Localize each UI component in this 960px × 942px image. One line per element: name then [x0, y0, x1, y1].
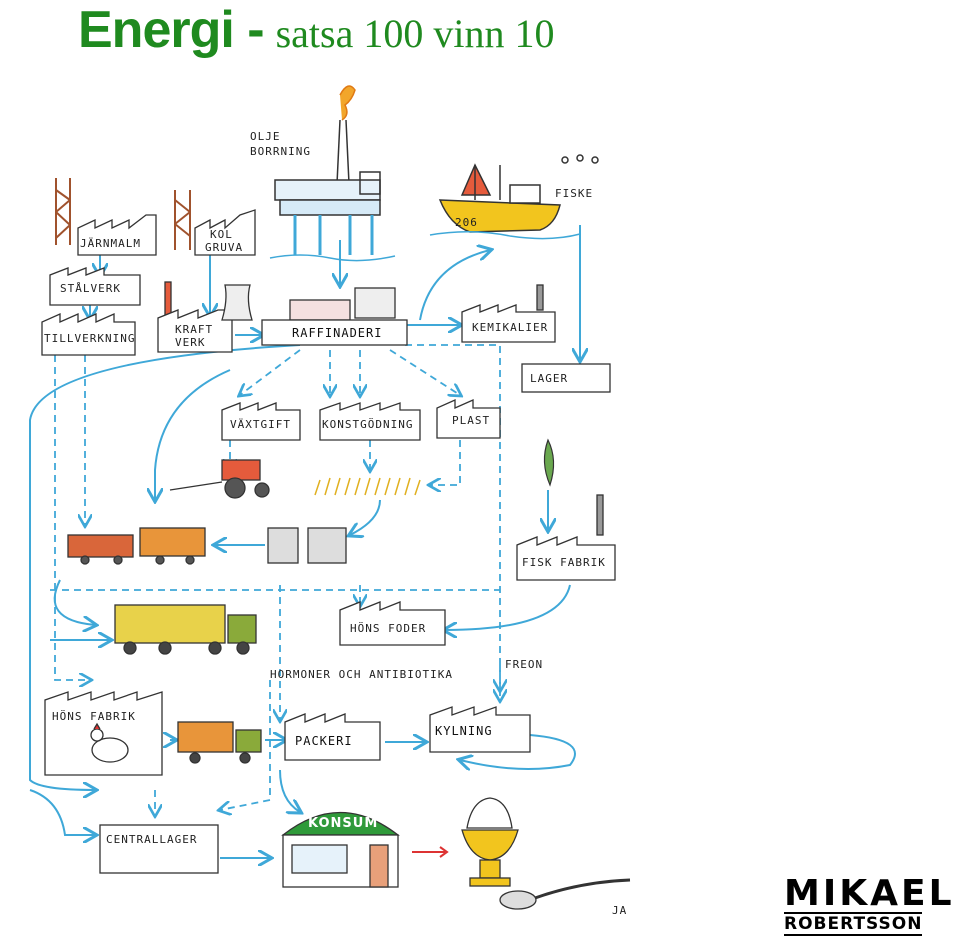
tractor [169, 459, 270, 499]
title-regular: satsa 100 vinn 10 [275, 11, 555, 56]
grain-field [314, 477, 421, 496]
factory-hons-foder [339, 601, 446, 646]
mikael-robertsson-logo: MIKAEL ROBERTSSON [784, 876, 960, 938]
konsum-store [281, 811, 400, 888]
building-lager [521, 363, 611, 393]
factory-vaxtgift [221, 402, 301, 441]
label-vaxtgift: VÄXTGIFT [230, 418, 291, 431]
label-kol: KOL [210, 228, 233, 241]
refinery [221, 284, 408, 346]
arrow-train-to-truck [53, 579, 95, 625]
fishing-boat [429, 154, 599, 240]
logo-line1: MIKAEL [784, 873, 955, 914]
arrow-kylning-loop [460, 734, 576, 769]
arrow-to-konsum-top [279, 769, 300, 812]
arrow-to-centrallager [29, 789, 95, 835]
label-freon: FREON [505, 658, 543, 671]
label-gruva: GRUVA [205, 241, 243, 254]
arrow-refinery-to-boat [419, 250, 490, 321]
label-fisk-fabrik: FISK FABRIK [522, 556, 606, 569]
factory-packeri [284, 713, 381, 761]
label-fiske: FISKE [555, 187, 593, 200]
spoon [499, 878, 631, 910]
fish [543, 438, 555, 487]
chicken [90, 722, 129, 763]
label-tillverkning: TILLVERKNING [44, 332, 135, 345]
label-stalverk: STÅLVERK [60, 282, 121, 295]
factory-tillverkning [41, 312, 136, 356]
label-plast: PLAST [452, 414, 490, 427]
arrow-main-left-loop [29, 344, 301, 790]
logo-line2: ROBERTSSON [784, 912, 923, 936]
label-kraft: KRAFT [175, 323, 213, 336]
oil-rig [269, 85, 396, 262]
big-truck [114, 604, 257, 655]
factory-plast [436, 398, 501, 439]
label-packeri: PACKERI [295, 734, 353, 748]
factory-fisk-fabrik [516, 494, 616, 581]
label-hormoner: HORMONER OCH ANTIBIOTIKA [270, 668, 453, 681]
page-title: Energi - satsa 100 vinn 10 [78, 0, 554, 70]
factory-kraftverk [157, 281, 233, 353]
label-olje: OLJE [250, 130, 281, 143]
silos [267, 527, 347, 564]
label-kemikalier: KEMIKALIER [472, 321, 548, 334]
arrow-factory-to-honsfoder [445, 584, 571, 630]
title-bold: Energi - [78, 1, 265, 59]
label-konstgodning: KONSTGÖDNING [322, 418, 413, 431]
factory-kolgruva [194, 209, 256, 256]
factory-kemikalier [461, 284, 556, 343]
mine-towers [55, 178, 191, 250]
factory-stalverk [49, 267, 141, 306]
label-kylning: KYLNING [435, 724, 493, 738]
signature: JA [612, 904, 627, 917]
label-hons-fabrik: HÖNS FABRIK [52, 710, 136, 723]
boat-number: 206 [455, 216, 478, 229]
factory-kylning [429, 706, 531, 753]
factory-hons-fabrik [44, 691, 163, 776]
flow-arrows [29, 225, 580, 858]
arrow-grain-to-silo [350, 499, 381, 535]
arrow-to-tractor [155, 369, 231, 500]
dashed-flows [50, 344, 500, 815]
label-raffinaderi: RAFFINADERI [292, 326, 382, 340]
factory-jarnmalm [77, 214, 157, 256]
train [67, 527, 206, 565]
egg-cup [461, 797, 519, 887]
label-verk: VERK [175, 336, 206, 349]
label-jarnmalm: JÄRNMALM [80, 237, 141, 250]
label-centrallager: CENTRALLAGER [106, 833, 197, 846]
factory-konstgodning [319, 402, 421, 441]
label-borrning: BORRNING [250, 145, 311, 158]
label-konsum: KONSUM [308, 816, 378, 831]
label-hons-foder: HÖNS FODER [350, 622, 426, 635]
building-centrallager [99, 824, 219, 874]
small-truck [177, 721, 262, 764]
label-lager: LAGER [530, 372, 568, 385]
